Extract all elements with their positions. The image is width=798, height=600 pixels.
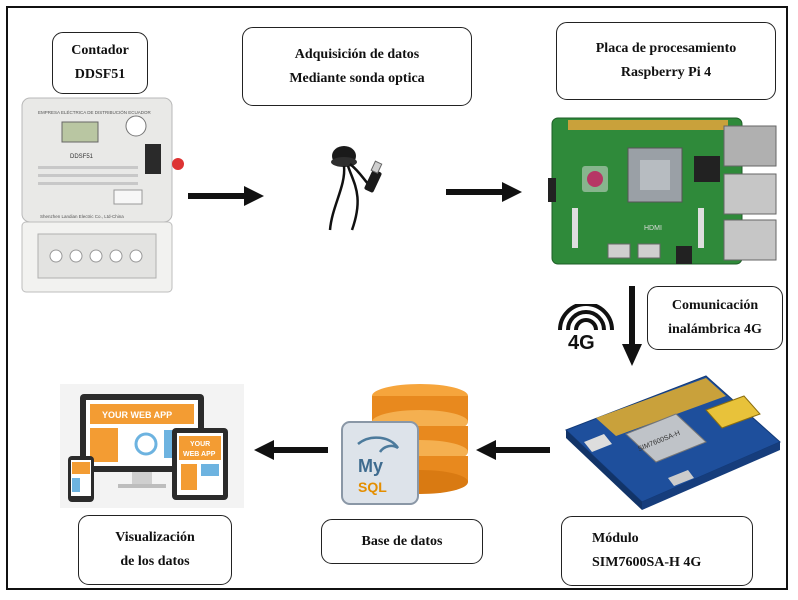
meter-maker-text: Shenzhen Landian Electric Co., Ltd-China <box>40 214 124 219</box>
mysql-logo-my: My <box>358 456 383 476</box>
acquisition-label: Adquisición de datos Mediante sonda opti… <box>242 27 472 106</box>
webapp-tablet-text-2: WEB APP <box>183 451 216 458</box>
module-label-line2: SIM7600SA-H 4G <box>592 555 702 570</box>
wireless-label-line2: inalámbrica 4G <box>668 322 762 337</box>
processing-label-line1: Placa de procesamiento <box>595 41 737 56</box>
webapp-desktop-text: YOUR WEB APP <box>102 410 172 420</box>
database-label-text: Base de datos <box>361 533 443 549</box>
web-app-devices-image: YOUR WEB APP YOUR WEB APP <box>60 384 244 508</box>
meter-label: Contador DDSF51 <box>52 32 148 94</box>
acquisition-label-line2: Mediante sonda optica <box>289 70 425 86</box>
acquisition-label-line1: Adquisición de datos <box>294 46 420 62</box>
meter-label-line2: DDSF51 <box>74 67 126 82</box>
webapp-tablet-text-1: YOUR <box>190 441 210 448</box>
mysql-logo-sql: SQL <box>358 479 387 495</box>
module-label-line1: Módulo <box>592 531 639 546</box>
mysql-database-image: My SQL <box>341 384 468 505</box>
meter-label-line1: Contador <box>71 43 129 58</box>
processing-label: Placa de procesamiento Raspberry Pi 4 <box>556 22 776 100</box>
visualization-label-line2: de los datos <box>120 554 190 569</box>
arrow-meter-to-probe <box>188 186 264 206</box>
electric-meter-image: EMPRESA ELÉCTRICA DE DISTRIBUCIÓN ECUADO… <box>21 97 184 293</box>
sim7600-module-image: SIM7600SA-H <box>565 375 781 510</box>
visualization-label: Visualización de los datos <box>78 515 232 585</box>
processing-label-line2: Raspberry Pi 4 <box>620 65 712 80</box>
arrow-database-to-visualization <box>254 440 328 460</box>
rpi-hdmi-text: HDMI <box>644 225 662 232</box>
arrow-module-to-database <box>476 440 550 460</box>
arrow-raspberry-to-module <box>622 286 642 366</box>
meter-model-text: DDSF51 <box>70 154 94 160</box>
arrow-probe-to-raspberry <box>446 182 522 202</box>
module-label: Módulo SIM7600SA-H 4G <box>561 516 753 586</box>
visualization-label-line1: Visualización <box>115 530 195 545</box>
optical-probe-image <box>328 146 383 231</box>
network-badge-4g: 4G <box>568 332 595 354</box>
wireless-signal-icon <box>558 304 614 331</box>
wireless-label-line1: Comunicación <box>671 298 759 313</box>
raspberry-pi-image: HDMI <box>548 117 777 265</box>
meter-brand-text: EMPRESA ELÉCTRICA DE DISTRIBUCIÓN ECUADO… <box>38 109 152 115</box>
wireless-label: Comunicación inalámbrica 4G <box>647 286 783 350</box>
database-label: Base de datos <box>321 519 483 564</box>
diagram-frame: Contador DDSF51 Adquisición de datos Med… <box>6 6 788 590</box>
